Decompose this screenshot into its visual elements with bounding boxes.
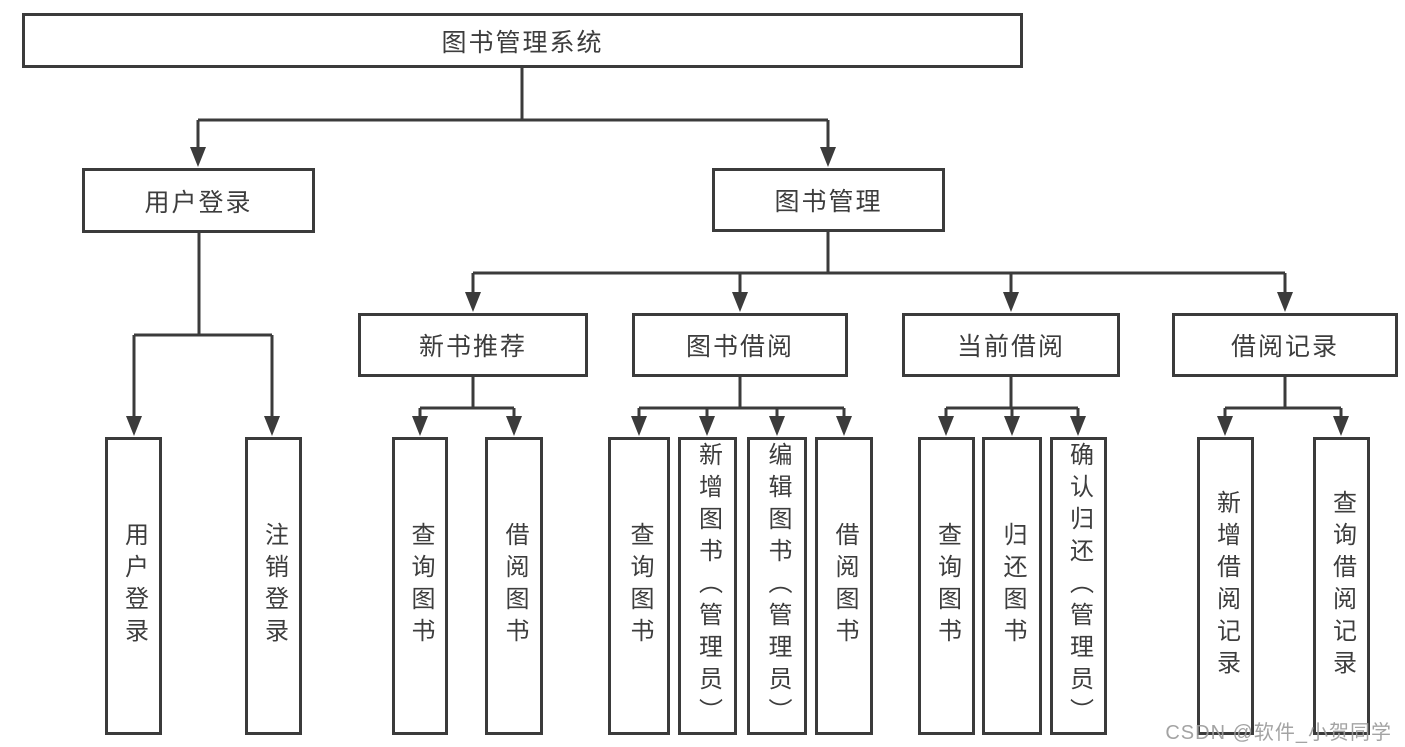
node-label: 图书管理系统	[441, 28, 604, 57]
leaf-return-books: 归还图书	[982, 437, 1042, 735]
leaf-add-borrowing-record: 新增借阅记录	[1197, 437, 1254, 735]
leaf-query-books-recommendation: 查询图书	[392, 437, 448, 735]
csdn-watermark: CSDN @软件_小贺同学	[1165, 722, 1392, 744]
leaf-query-books-borrowing: 查询图书	[608, 437, 670, 735]
node-label: 编辑图书（管理员）	[764, 442, 791, 730]
leaf-borrow-books-recommendation: 借阅图书	[485, 437, 543, 735]
node-label: 注销登录	[260, 522, 288, 650]
node-label: 归还图书	[999, 522, 1026, 650]
node-label: 图书借阅	[685, 333, 794, 361]
node-label: 查询借阅记录	[1328, 490, 1356, 682]
node-label: 查询图书	[626, 522, 653, 650]
node-new-book-recommendation: 新书推荐	[358, 313, 588, 377]
leaf-add-book-admin: 新增图书（管理员）	[678, 437, 737, 735]
node-label: 借阅图书	[831, 522, 858, 650]
node-label: 借阅图书	[501, 522, 528, 650]
node-label: 新增图书（管理员）	[694, 442, 722, 730]
leaf-edit-book-admin: 编辑图书（管理员）	[747, 437, 807, 735]
node-label: 图书管理	[774, 188, 883, 216]
leaf-query-borrowing-record: 查询借阅记录	[1313, 437, 1370, 735]
node-borrowing-records: 借阅记录	[1172, 313, 1398, 377]
node-library-management-system: 图书管理系统	[22, 13, 1023, 68]
node-label: 用户登录	[120, 522, 148, 650]
leaf-logout: 注销登录	[245, 437, 302, 735]
leaf-confirm-return-admin: 确认归还（管理员）	[1050, 437, 1107, 735]
leaf-user-login: 用户登录	[105, 437, 162, 735]
node-label: 查询图书	[933, 522, 961, 650]
node-user-login-branch: 用户登录	[82, 168, 315, 233]
node-label: 用户登录	[144, 188, 253, 217]
node-label: 新增借阅记录	[1212, 490, 1240, 682]
leaf-borrow-books: 借阅图书	[815, 437, 873, 735]
node-book-borrowing: 图书借阅	[632, 313, 848, 377]
node-current-borrowing: 当前借阅	[902, 313, 1120, 377]
node-label: 借阅记录	[1230, 333, 1339, 361]
leaf-query-books-current: 查询图书	[918, 437, 975, 735]
node-label: 确认归还（管理员）	[1065, 442, 1093, 730]
node-label: 新书推荐	[418, 333, 527, 361]
node-label: 当前借阅	[956, 333, 1065, 361]
node-label: 查询图书	[407, 522, 434, 650]
node-book-management-branch: 图书管理	[712, 168, 945, 232]
